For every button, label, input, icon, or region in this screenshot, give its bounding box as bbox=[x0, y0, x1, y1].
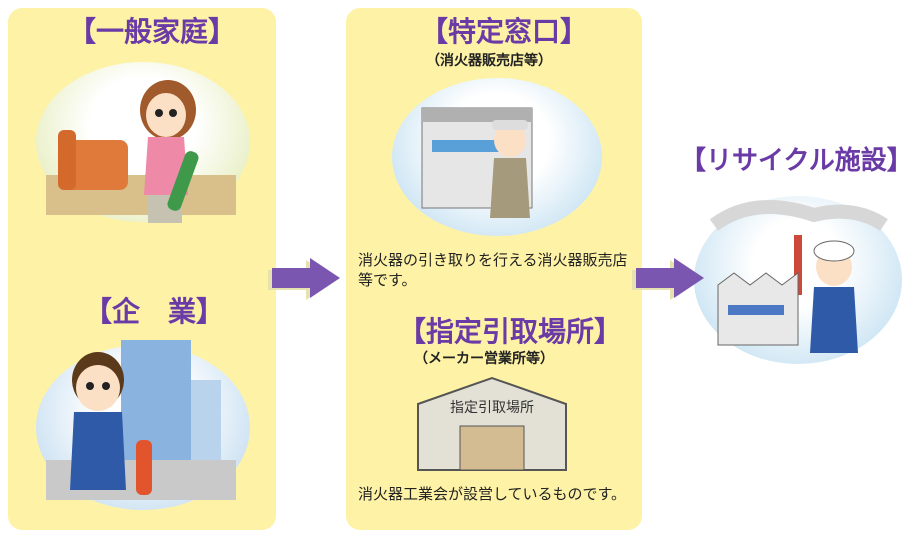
recycling-title: 【リサイクル施設】 bbox=[680, 146, 913, 176]
company-scene bbox=[46, 340, 236, 500]
recycling-scene bbox=[709, 200, 888, 353]
pickup-title: 【指定引取場所】 bbox=[398, 315, 623, 348]
counter-description: 消火器の引き取りを行える消火器販売店等です。 bbox=[358, 251, 628, 289]
smoke bbox=[709, 200, 888, 231]
clerk-uniform bbox=[490, 158, 530, 218]
woman-face bbox=[146, 93, 186, 137]
worker-uniform bbox=[810, 287, 858, 353]
counter-subtitle: （消火器販売店等） bbox=[426, 53, 552, 69]
clerk-face bbox=[494, 123, 526, 157]
arrow-to-counter bbox=[268, 258, 340, 300]
company-title: 【企 業】 bbox=[84, 295, 225, 328]
warehouse-sign: 指定引取場所 bbox=[450, 400, 534, 416]
pickup-description: 消火器工業会が設営しているものです。 bbox=[358, 485, 627, 503]
man-suit bbox=[70, 412, 126, 490]
household-title: 【一般家庭】 bbox=[68, 15, 237, 48]
arrow-right-icon bbox=[636, 258, 704, 298]
chimney-icon bbox=[794, 235, 802, 295]
warehouse-icon bbox=[417, 376, 567, 471]
shop-awning bbox=[432, 140, 502, 152]
fire-extinguisher-icon bbox=[136, 440, 152, 495]
counter-title: 【特定窓口】 bbox=[420, 15, 589, 48]
fire-extinguisher-icon bbox=[167, 151, 199, 211]
household-scene bbox=[46, 80, 236, 223]
warehouse-illustration: 指定引取場所 bbox=[417, 376, 567, 471]
arrow-to-recycling bbox=[632, 258, 704, 300]
warehouse-door bbox=[459, 425, 525, 471]
hard-hat-icon bbox=[813, 240, 855, 262]
counter-scene bbox=[421, 107, 533, 218]
arrow-right-icon bbox=[272, 258, 340, 298]
pickup-subtitle: （メーカー営業所等） bbox=[414, 351, 554, 367]
man-face bbox=[76, 365, 120, 411]
